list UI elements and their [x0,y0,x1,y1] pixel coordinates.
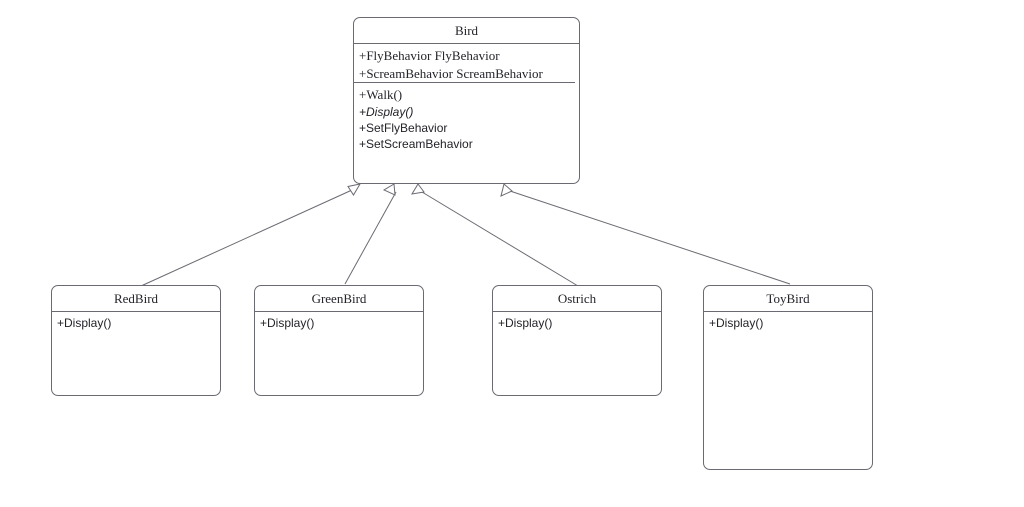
class-method: +Walk() [359,87,403,103]
class-methods-toybird: +Display() [704,312,872,331]
class-method: +SetFlyBehavior [359,120,448,135]
generalization-line-toybird [509,190,791,285]
class-title-toybird: ToyBird [704,286,872,312]
class-method: +Display() [709,316,764,330]
class-method: +Display() [498,316,553,330]
generalization-arrowhead-toybird [500,183,513,197]
class-box-ostrich[interactable]: Ostrich +Display() [492,285,662,396]
class-box-bird[interactable]: Bird +FlyBehavior FlyBehavior +ScreamBeh… [353,17,580,184]
class-title-ostrich: Ostrich [493,286,661,312]
class-box-greenbird[interactable]: GreenBird +Display() [254,285,424,396]
class-title-bird: Bird [354,18,579,44]
generalization-arrowhead-greenbird [382,183,396,196]
generalization-arrowhead-ostrich [411,183,425,195]
class-title-redbird: RedBird [52,286,220,312]
class-box-redbird[interactable]: RedBird +Display() [51,285,221,396]
class-method: +Display() [260,316,315,330]
class-methods-greenbird: +Display() [255,312,423,331]
class-methods-redbird: +Display() [52,312,220,331]
class-attribute: +FlyBehavior FlyBehavior [359,48,500,63]
class-method: +Display() [57,316,112,330]
generalization-line-greenbird [344,191,397,285]
class-attributes-bird: +FlyBehavior FlyBehavior +ScreamBehavior… [354,44,575,84]
class-methods-bird: +Walk() +Display() +SetFlyBehavior +SetS… [354,83,579,152]
class-attribute: +ScreamBehavior ScreamBehavior [359,65,543,81]
class-box-toybird[interactable]: ToyBird +Display() [703,285,873,470]
generalization-arrowhead-redbird [347,183,362,196]
class-methods-ostrich: +Display() [493,312,661,331]
generalization-line-ostrich [421,191,579,287]
generalization-line-redbird [140,189,353,287]
class-title-greenbird: GreenBird [255,286,423,312]
class-method-abstract: +Display() [359,104,414,119]
class-method: +SetScreamBehavior [359,137,473,152]
